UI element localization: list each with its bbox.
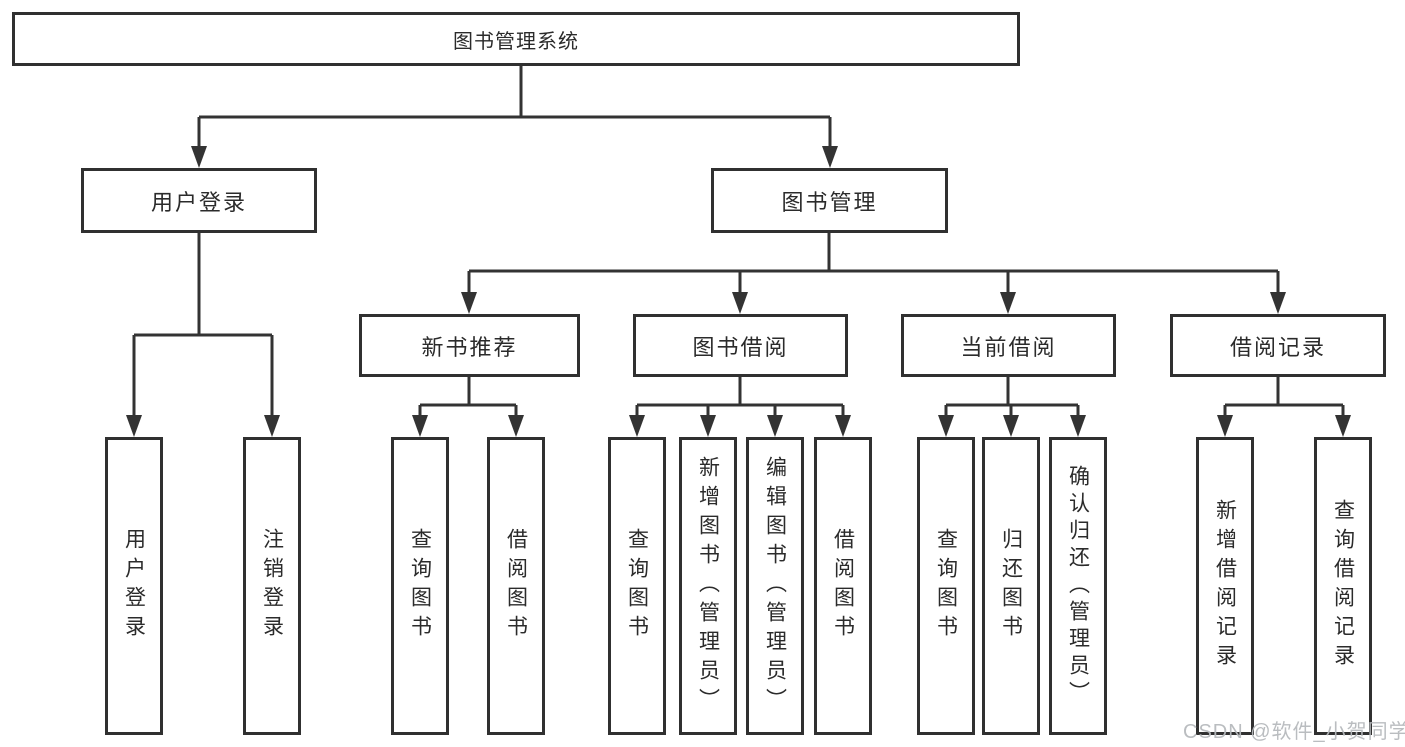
arrow-down-icon — [461, 292, 477, 314]
leaf-label: 借阅图书 — [504, 528, 528, 644]
leaf-logout: 注销登录 — [243, 437, 301, 735]
node-root-system: 图书管理系统 — [12, 12, 1020, 66]
arrow-down-icon — [1270, 292, 1286, 314]
arrow-down-icon — [938, 415, 954, 437]
node-current-borrowing: 当前借阅 — [901, 314, 1116, 377]
arrow-down-icon — [191, 146, 207, 168]
connector-root-to-level2 — [197, 66, 832, 148]
leaf-label: 确认归还（管理员） — [1066, 464, 1090, 708]
leaf-borrow-borrow: 借阅图书 — [814, 437, 872, 735]
leaf-label: 用户登录 — [122, 528, 146, 644]
connector-newbooks-to-leaves — [418, 377, 518, 417]
leaf-label: 查询图书 — [934, 528, 958, 644]
connector-bookmgmt-to-level3 — [467, 233, 1280, 294]
arrow-down-icon — [126, 415, 142, 437]
arrow-down-icon — [732, 292, 748, 314]
leaf-label: 查询图书 — [408, 528, 432, 644]
arrow-down-icon — [629, 415, 645, 437]
leaf-newbooks-query: 查询图书 — [391, 437, 449, 735]
leaf-label: 归还图书 — [999, 528, 1023, 644]
node-label: 新书推荐 — [421, 334, 518, 360]
arrow-down-icon — [767, 415, 783, 437]
leaf-label: 注销登录 — [260, 528, 284, 644]
csdn-watermark: CSDN @软件_小贺同学 — [1183, 721, 1405, 743]
node-label: 用户登录 — [150, 189, 247, 215]
leaf-records-add: 新增借阅记录 — [1196, 437, 1254, 735]
connector-records-to-leaves — [1223, 377, 1345, 417]
node-book-management-branch: 图书管理 — [711, 168, 948, 233]
leaf-current-confirm-admin: 确认归还（管理员） — [1049, 437, 1107, 735]
arrow-down-icon — [1003, 415, 1019, 437]
leaf-borrow-edit-admin: 编辑图书（管理员） — [746, 437, 804, 735]
arrow-down-icon — [700, 415, 716, 437]
node-root-label: 图书管理系统 — [453, 30, 579, 53]
leaf-label: 编辑图书（管理员） — [763, 455, 787, 717]
leaf-label: 新增借阅记录 — [1213, 499, 1237, 673]
node-label: 图书管理 — [781, 189, 878, 215]
leaf-borrow-query: 查询图书 — [608, 437, 666, 735]
arrow-down-icon — [508, 415, 524, 437]
arrow-down-icon — [412, 415, 428, 437]
arrowheads — [126, 146, 1351, 437]
leaf-borrow-add-admin: 新增图书（管理员） — [679, 437, 737, 735]
node-borrow-records: 借阅记录 — [1170, 314, 1386, 377]
node-new-book-recommend: 新书推荐 — [359, 314, 580, 377]
leaf-user-login: 用户登录 — [105, 437, 163, 735]
node-label: 借阅记录 — [1229, 334, 1326, 360]
connector-borrow-to-leaves — [635, 377, 845, 417]
arrow-down-icon — [822, 146, 838, 168]
connector-userlogin-to-leaves — [132, 233, 274, 417]
leaf-label: 查询借阅记录 — [1331, 499, 1355, 673]
arrow-down-icon — [1070, 415, 1086, 437]
leaf-label: 新增图书（管理员） — [696, 455, 720, 717]
leaf-label: 查询图书 — [625, 528, 649, 644]
arrow-down-icon — [835, 415, 851, 437]
arrow-down-icon — [1217, 415, 1233, 437]
arrow-down-icon — [264, 415, 280, 437]
node-label: 当前借阅 — [960, 334, 1057, 360]
node-book-borrowing: 图书借阅 — [633, 314, 848, 377]
leaf-current-query: 查询图书 — [917, 437, 975, 735]
connector-current-to-leaves — [944, 377, 1080, 417]
leaf-current-return: 归还图书 — [982, 437, 1040, 735]
leaf-label: 借阅图书 — [831, 528, 855, 644]
arrow-down-icon — [1000, 292, 1016, 314]
leaf-newbooks-borrow: 借阅图书 — [487, 437, 545, 735]
node-label: 图书借阅 — [692, 334, 789, 360]
leaf-records-query: 查询借阅记录 — [1314, 437, 1372, 735]
arrow-down-icon — [1335, 415, 1351, 437]
node-user-login-branch: 用户登录 — [81, 168, 317, 233]
